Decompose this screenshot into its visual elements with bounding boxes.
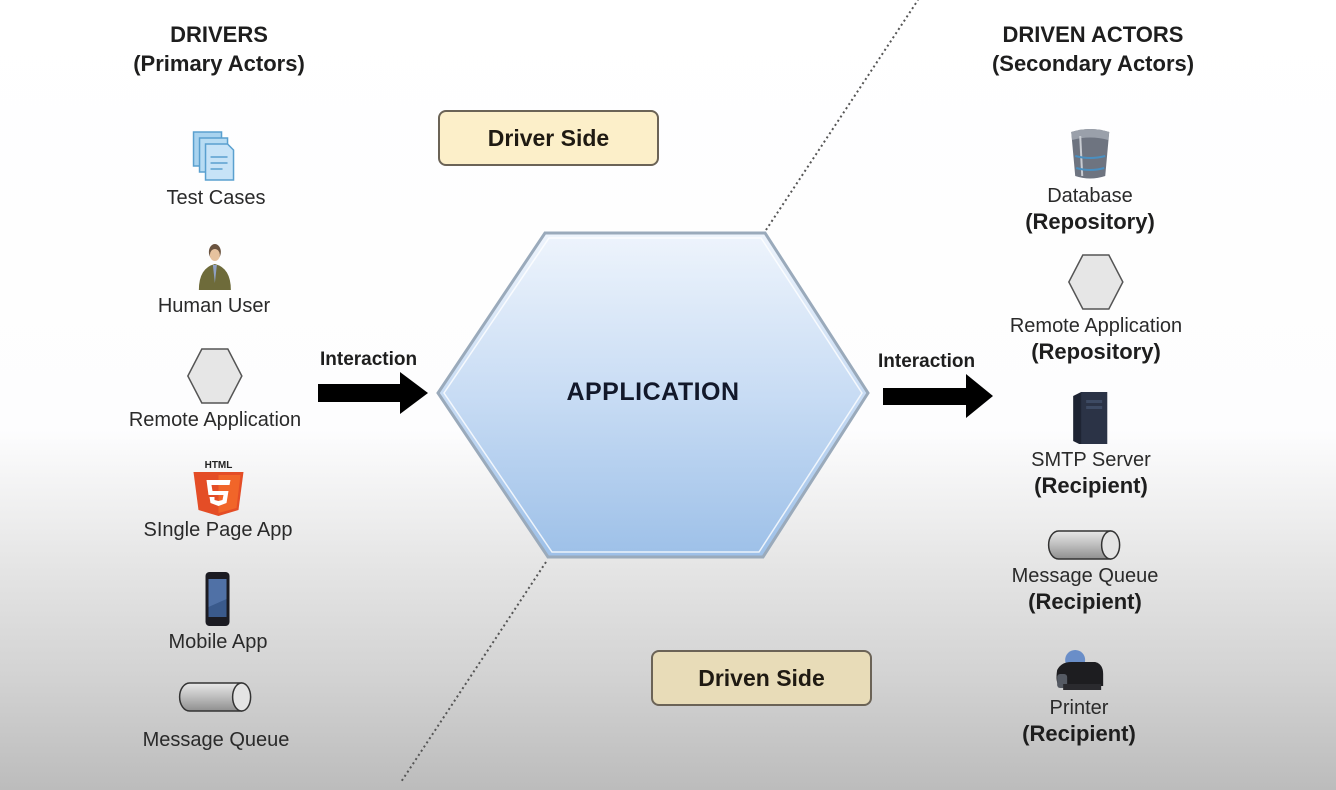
printer-icon xyxy=(1056,650,1103,690)
hexagon-icon xyxy=(187,348,243,404)
cylinder-icon xyxy=(1048,530,1121,560)
smartphone-icon xyxy=(206,572,230,626)
actor-role: (Repository) xyxy=(1031,339,1161,364)
boundary-line-top xyxy=(765,0,919,231)
application-label: APPLICATION xyxy=(566,378,740,406)
actor-label: Mobile App xyxy=(168,631,268,653)
actor-label: SIngle Page App xyxy=(143,519,293,541)
person-icon xyxy=(198,244,231,290)
driver-side-label: Driver Side xyxy=(487,124,610,151)
driver-message-queue[interactable]: Message Queue xyxy=(142,680,290,752)
hexagon-icon xyxy=(1068,254,1124,310)
actor-label: Message Queue xyxy=(142,729,290,751)
html5-icon: HTML xyxy=(192,460,243,516)
driven-subtitle: (Secondary Actors) xyxy=(991,51,1195,76)
driven-side-label: Driven Side xyxy=(698,664,825,691)
boundary-line-bottom xyxy=(400,561,547,783)
actor-role: (Recipient) xyxy=(1034,473,1148,498)
driver-single-page-app[interactable]: HTML SIngle Page App xyxy=(143,458,292,542)
actor-label: SMTP Server xyxy=(1031,449,1151,471)
actor-role: (Repository) xyxy=(1025,209,1155,234)
actor-label: Database xyxy=(1047,185,1133,207)
driven-remote-application[interactable]: Remote Application (Repository) xyxy=(1010,252,1182,365)
actor-label: Human User xyxy=(157,295,271,317)
driven-printer[interactable]: Printer (Recipient) xyxy=(1022,648,1136,747)
driven-heading: DRIVEN ACTORS (Secondary Actors) xyxy=(992,20,1194,78)
driver-test-cases[interactable]: Test Cases xyxy=(166,130,266,210)
driver-side-box: Driver Side xyxy=(438,110,659,166)
application-hexagon[interactable] xyxy=(436,231,870,559)
drivers-title: DRIVERS xyxy=(170,22,268,47)
driven-side-box: Driven Side xyxy=(651,650,872,706)
interaction-arrow-left xyxy=(318,372,428,414)
documents-icon xyxy=(193,131,235,181)
application-hexagon-inner-border xyxy=(443,237,863,553)
cylinder-icon xyxy=(179,682,252,712)
driven-title: DRIVEN ACTORS xyxy=(1002,22,1184,47)
drivers-heading: DRIVERS (Primary Actors) xyxy=(133,20,305,78)
driver-human-user[interactable]: Human User xyxy=(158,242,270,318)
actor-label: Printer xyxy=(1049,697,1109,719)
drivers-subtitle: (Primary Actors) xyxy=(133,51,305,76)
driven-database[interactable]: Database (Repository) xyxy=(1025,126,1155,235)
html5-icon-text: HTML xyxy=(204,460,232,471)
driven-smtp-server[interactable]: SMTP Server (Recipient) xyxy=(1031,390,1151,499)
driven-message-queue[interactable]: Message Queue (Recipient) xyxy=(1011,528,1159,615)
actor-label: Message Queue xyxy=(1011,565,1159,587)
actor-label: Test Cases xyxy=(166,187,266,209)
interaction-label-left: Interaction xyxy=(320,349,418,370)
actor-role: (Recipient) xyxy=(1022,721,1136,746)
actor-role: (Recipient) xyxy=(1028,589,1142,614)
server-tower-icon xyxy=(1072,392,1107,444)
actor-label: Remote Application xyxy=(1009,315,1183,337)
driver-remote-application[interactable]: Remote Application xyxy=(129,346,301,432)
actor-label: Remote Application xyxy=(128,409,302,431)
driver-mobile-app[interactable]: Mobile App xyxy=(168,570,268,654)
interaction-arrow-right xyxy=(883,374,993,418)
interaction-label-right: Interaction xyxy=(878,351,976,372)
database-icon xyxy=(1071,129,1109,179)
